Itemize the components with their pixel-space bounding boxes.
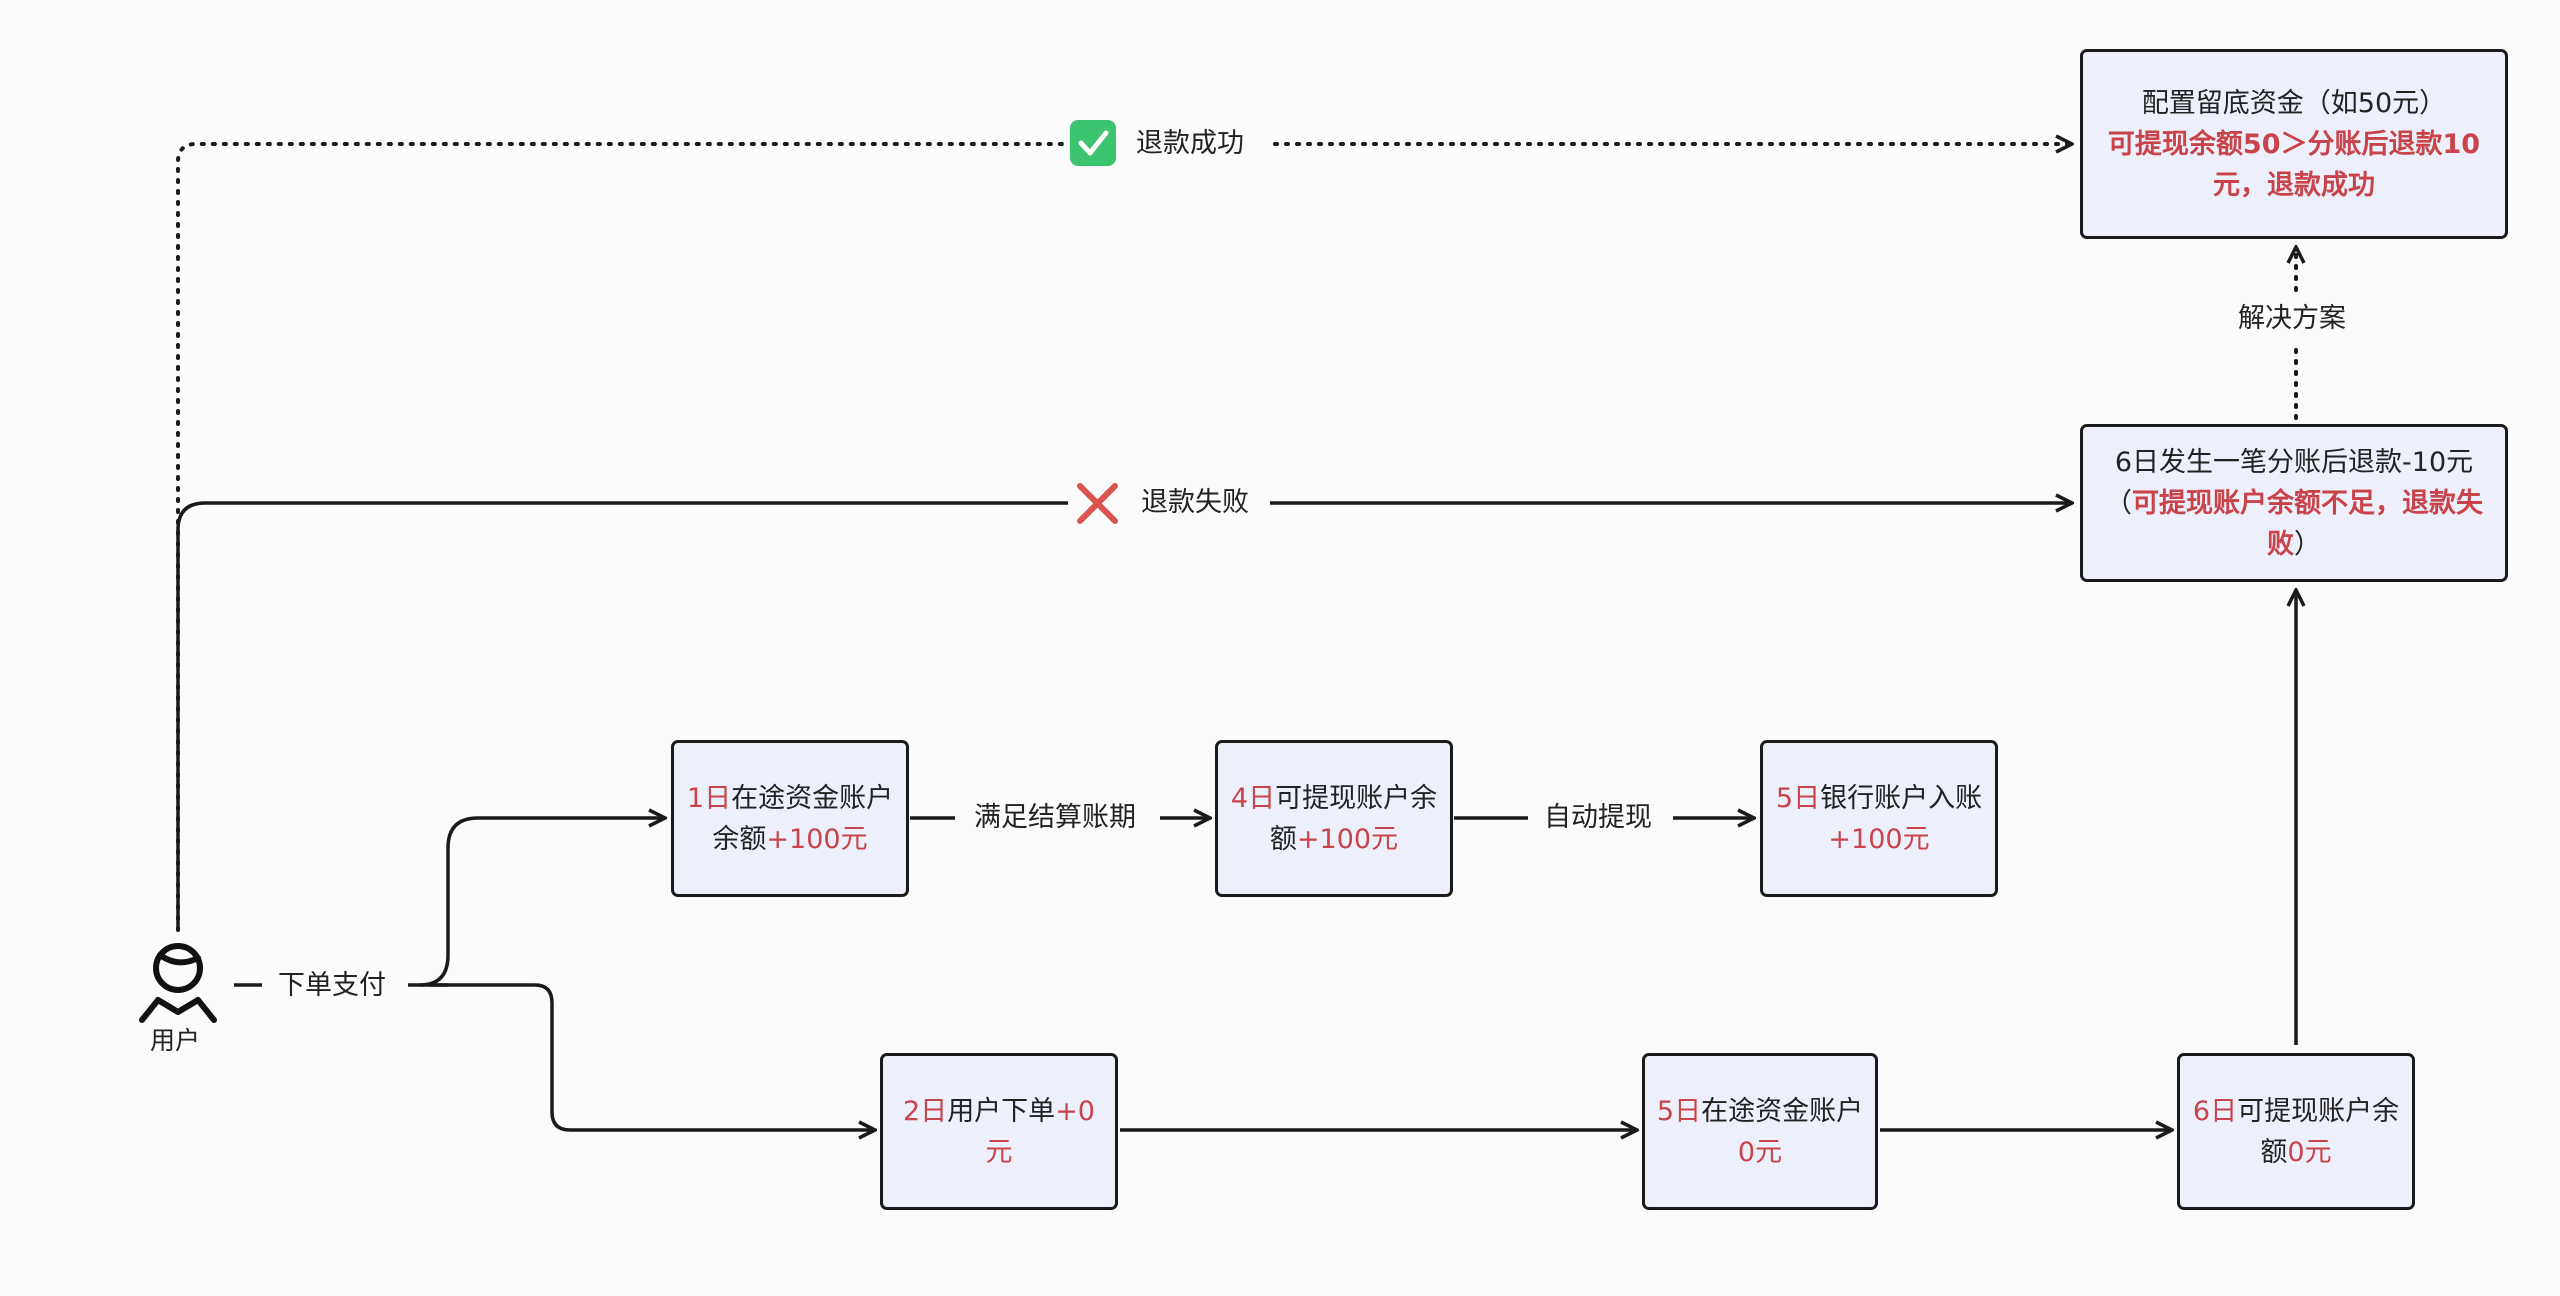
edge-refund-fail [176,501,1068,930]
node-reserve-result: 可提现余额50＞分账后退款10元，退款成功 [2107,128,2481,201]
cross-mark-icon [1077,483,1118,524]
user-label: 用户 [150,1026,201,1055]
node-day4-amount: +100元 [1296,823,1399,855]
node-refund-fail-open: （ [2105,487,2132,519]
node-refund-fail-line1: 6日发生一笔分账后退款-10元 [2114,446,2474,478]
node-day6-text: 可提现账户余额 [2237,1095,2400,1168]
node-day5transit-text: 在途资金账户 [1701,1095,1864,1127]
node-day5bank-day: 5日 [1775,782,1821,814]
node-day1-day: 1日 [686,782,732,814]
node-day6-amount: 0元 [2287,1136,2332,1168]
edge-label-solution: 解决方案 [2232,302,2352,336]
edge-label-pay: 下单支付 [272,969,392,1003]
person-icon [139,943,217,1023]
node-day5-bank: 5日银行账户入账 +100元 [1760,740,1998,897]
node-day4-day: 4日 [1230,782,1276,814]
node-refund-fail: 6日发生一笔分账后退款-10元 （可提现账户余额不足，退款失败） [2080,424,2508,582]
node-day4-text: 可提现账户余额 [1269,782,1438,855]
edge-label-settle: 满足结算账期 [968,801,1142,835]
node-day5bank-text: 银行账户入账 [1820,782,1983,814]
node-reserve-line1: 配置留底资金（如50元） [2141,87,2447,119]
node-day2-text: 用户下单 [947,1095,1056,1127]
node-day6-day: 6日 [2192,1095,2238,1127]
node-day5-transit: 5日在途资金账户 0元 [1642,1053,1878,1210]
edge-label-refund-success: 退款成功 [1130,127,1250,161]
edge-label-withdraw: 自动提现 [1538,801,1658,835]
node-day1-text: 在途资金账户余额 [712,782,894,855]
node-day2-order: 2日用户下单+0元 [880,1053,1118,1210]
node-day2-amount: +0元 [985,1095,1096,1168]
node-day5bank-amount: +100元 [1828,823,1930,855]
node-day1-amount: +100元 [766,823,868,855]
node-day2-day: 2日 [903,1095,948,1127]
node-refund-fail-close: ） [2294,528,2321,560]
edge-label-refund-fail: 退款失败 [1135,486,1255,520]
edge-pay-to-day2 [430,983,875,1130]
node-day5transit-day: 5日 [1656,1095,1702,1127]
node-day5transit-amount: 0元 [1737,1136,1783,1168]
edge-refund-success [176,142,1070,932]
node-day6-withdrawable: 6日可提现账户余额0元 [2177,1053,2415,1210]
edge-pay-to-day1 [419,818,665,987]
node-day4-withdrawable: 4日可提现账户余额+100元 [1215,740,1453,897]
node-day1-transit: 1日在途资金账户余额+100元 [671,740,909,897]
check-mark-icon [1070,120,1116,166]
node-refund-fail-reason: 可提现账户余额不足，退款失败 [2132,487,2483,560]
node-reserve-fund: 配置留底资金（如50元） 可提现余额50＞分账后退款10元，退款成功 [2080,49,2508,239]
